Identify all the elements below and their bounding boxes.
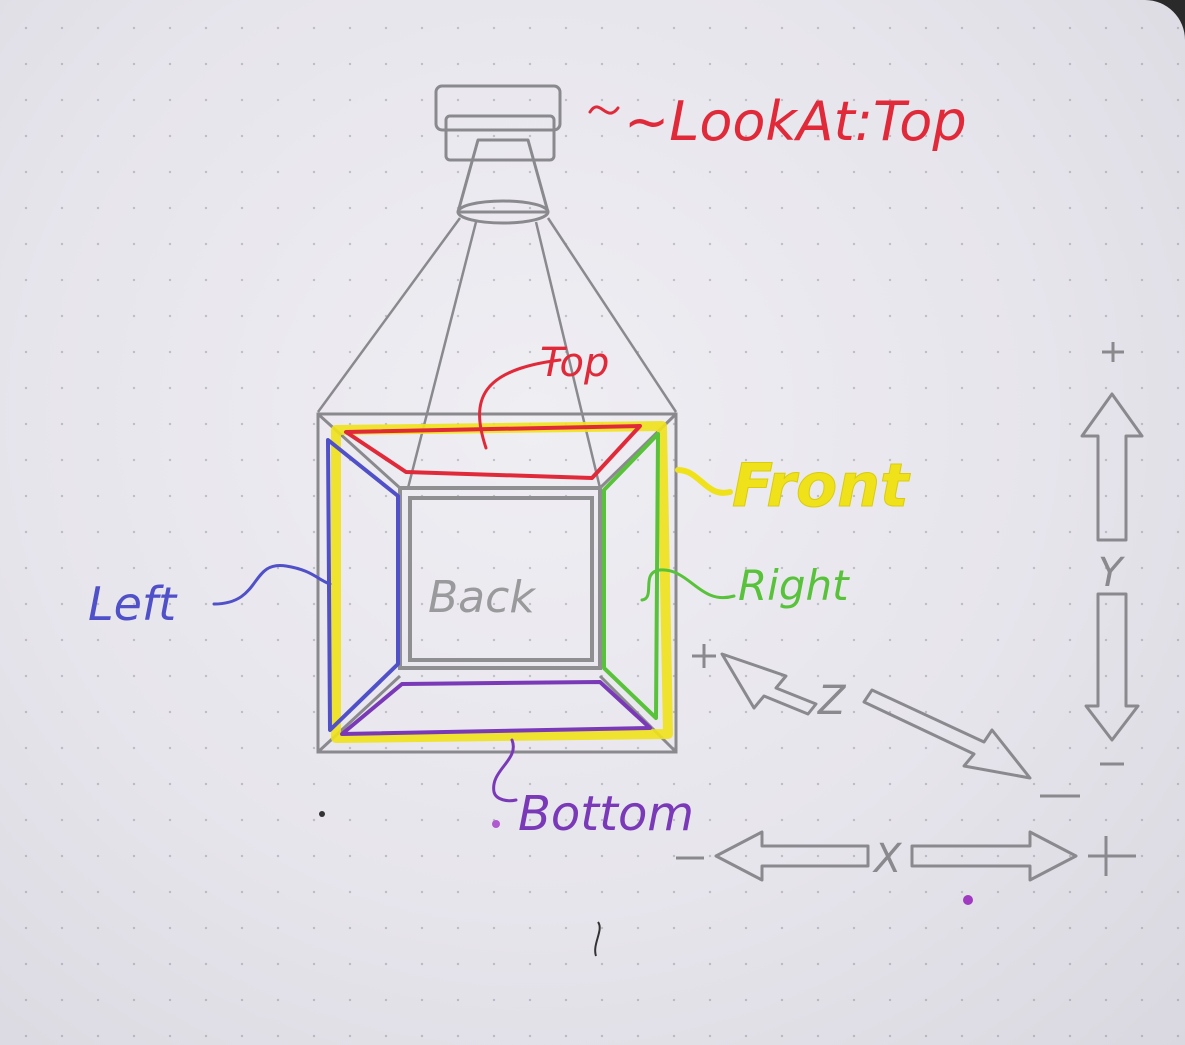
cube-front-frame xyxy=(316,412,678,754)
y-axis-label: Y xyxy=(1098,550,1126,596)
z-axis-label: Z xyxy=(817,678,847,724)
z-axis-arrow xyxy=(692,644,1080,798)
x-axis-arrow xyxy=(676,830,1136,882)
ink-dot xyxy=(319,811,325,817)
top-face xyxy=(344,424,642,480)
left-face xyxy=(326,438,400,732)
right-leader xyxy=(640,568,736,602)
ink-dot-purple xyxy=(492,820,500,828)
camera-sketch xyxy=(434,84,562,225)
front-leader xyxy=(675,467,733,496)
bottom-face xyxy=(340,680,652,736)
right-face xyxy=(602,432,660,720)
y-axis-arrow xyxy=(1080,342,1144,766)
camera-body xyxy=(434,84,562,132)
front-label: Front xyxy=(732,451,911,521)
x-axis-label: X xyxy=(872,836,903,882)
back-label: Back xyxy=(428,572,536,623)
right-label: Right xyxy=(738,561,850,610)
left-leader xyxy=(212,563,332,606)
camera-body-back xyxy=(444,114,556,162)
bottom-leader xyxy=(492,738,518,803)
lookat-tilde xyxy=(588,105,620,115)
bottom-label: Bottom xyxy=(518,786,694,842)
top-label: Top xyxy=(540,340,609,386)
ink-scribble xyxy=(594,921,601,957)
ink-dot-magenta xyxy=(963,895,973,905)
left-label: Left xyxy=(88,577,178,631)
lens-opening xyxy=(456,199,550,225)
lookat-label: ~LookAt:Top xyxy=(624,90,967,153)
top-leader xyxy=(478,358,562,450)
